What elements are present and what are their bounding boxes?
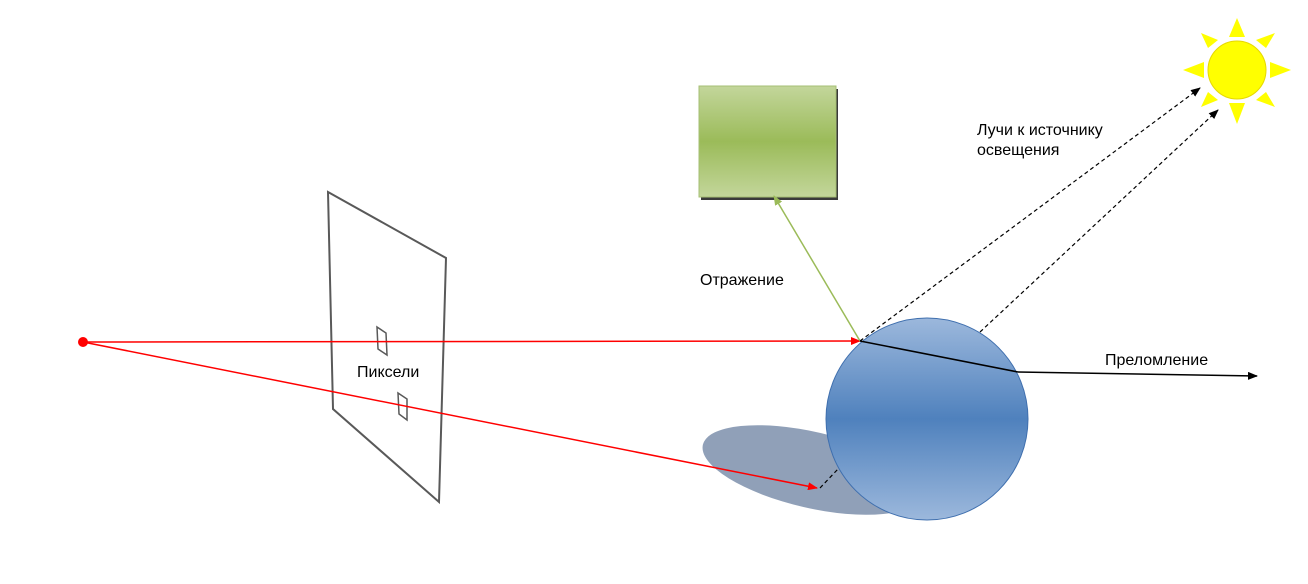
sphere (825, 317, 1029, 521)
light-ray-blocked (819, 468, 839, 489)
primary-ray-lower (82, 341, 818, 491)
camera-eye-point (78, 337, 88, 347)
pixels-label: Пиксели (357, 364, 420, 381)
pixel-lower (397, 391, 408, 422)
refraction-ray-outside (1017, 371, 1258, 380)
light-ray-upper (859, 87, 1201, 342)
light-rays-label: Лучи к источнику освещения (977, 122, 1103, 159)
refraction-label: Преломление (1105, 352, 1209, 369)
reflection-label: Отражение (700, 272, 784, 289)
reflection-ray (773, 195, 861, 342)
primary-ray-upper (82, 337, 861, 346)
refraction-ray-inside (859, 340, 1019, 373)
sun-icon (1183, 18, 1291, 124)
light-ray-lower (979, 109, 1219, 333)
reflected-object (698, 85, 837, 198)
image-plane (326, 190, 448, 505)
